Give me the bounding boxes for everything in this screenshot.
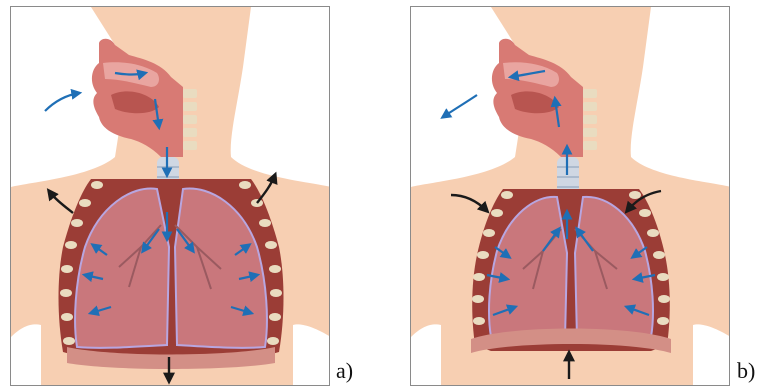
- panel-label-a: a): [336, 360, 353, 382]
- respiratory-system-diagram-b: [411, 7, 730, 386]
- panel-exhalation: [410, 6, 730, 386]
- respiratory-system-diagram-a: [11, 7, 330, 386]
- panel-inhalation: [10, 6, 330, 386]
- panel-label-b: b): [737, 360, 755, 382]
